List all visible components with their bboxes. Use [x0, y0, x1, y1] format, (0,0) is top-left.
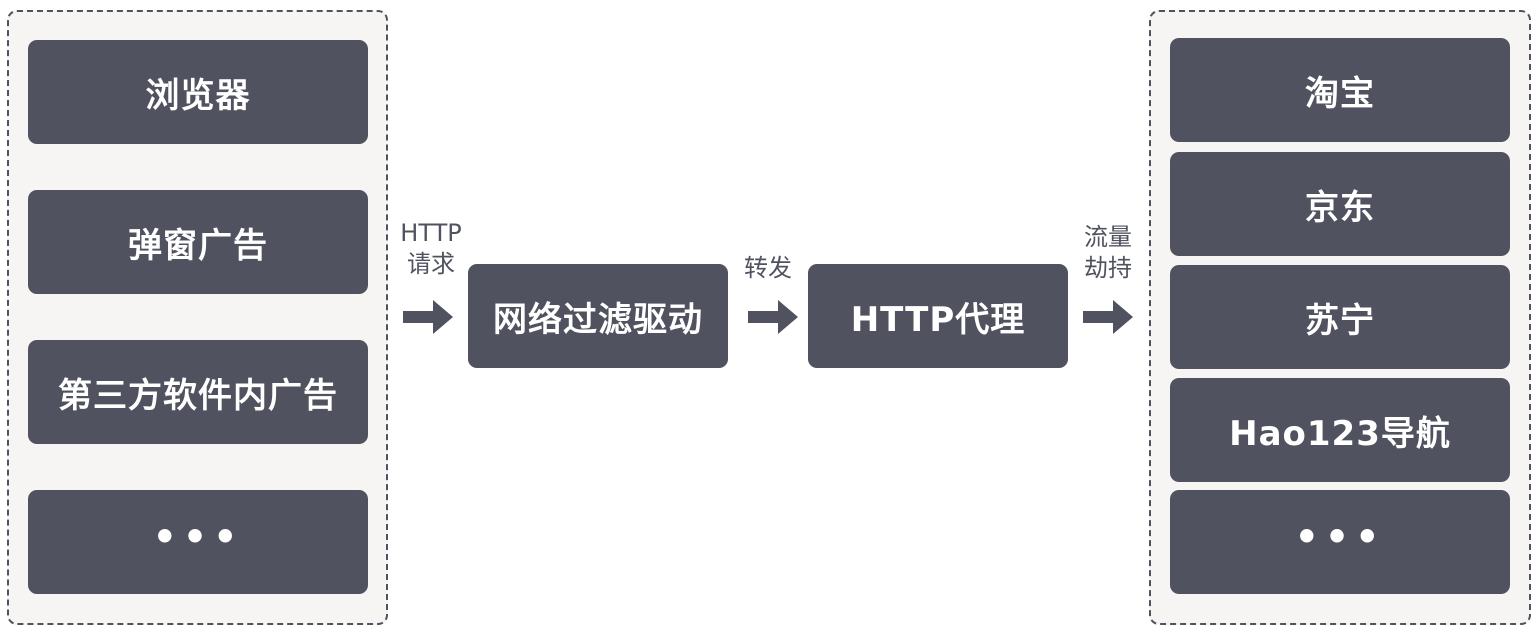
source-more: •••	[28, 490, 368, 594]
arrow-right-icon	[748, 300, 798, 334]
http-proxy: HTTP代理	[808, 264, 1068, 368]
source-browser: 浏览器	[28, 40, 368, 144]
target-taobao: 淘宝	[1170, 38, 1510, 142]
edge-label-line1: HTTP	[400, 219, 462, 247]
edge-label-traffic-hijack: 流量 劫持	[1074, 222, 1142, 284]
node-label: 淘宝	[1305, 73, 1375, 114]
arrow-right-icon	[1083, 300, 1133, 334]
node-label: Hao123导航	[1229, 413, 1451, 454]
edge-label-forward: 转发	[734, 253, 802, 284]
node-label: 浏览器	[145, 75, 251, 116]
node-label: 苏宁	[1305, 300, 1375, 341]
node-label: HTTP代理	[850, 299, 1026, 340]
node-label: 第三方软件内广告	[58, 375, 338, 416]
ellipsis-icon: •••	[152, 515, 244, 559]
target-suning: 苏宁	[1170, 265, 1510, 369]
edge-label-line1: 转发	[744, 254, 792, 282]
edge-label-http-request: HTTP 请求	[394, 218, 468, 280]
arrow-right-icon	[403, 300, 453, 334]
node-label: 网络过滤驱动	[493, 299, 703, 340]
node-label: 弹窗广告	[128, 225, 268, 266]
edge-label-line1: 流量	[1084, 223, 1132, 251]
target-hao123: Hao123导航	[1170, 378, 1510, 482]
network-filter-driver: 网络过滤驱动	[468, 264, 728, 368]
edge-label-line2: 劫持	[1084, 254, 1132, 282]
target-jd: 京东	[1170, 152, 1510, 256]
source-third-party-software-ads: 第三方软件内广告	[28, 340, 368, 444]
node-label: 京东	[1305, 187, 1375, 228]
source-popup-ads: 弹窗广告	[28, 190, 368, 294]
edge-label-line2: 请求	[407, 250, 455, 278]
ellipsis-icon: •••	[1294, 515, 1386, 559]
target-more: •••	[1170, 490, 1510, 594]
